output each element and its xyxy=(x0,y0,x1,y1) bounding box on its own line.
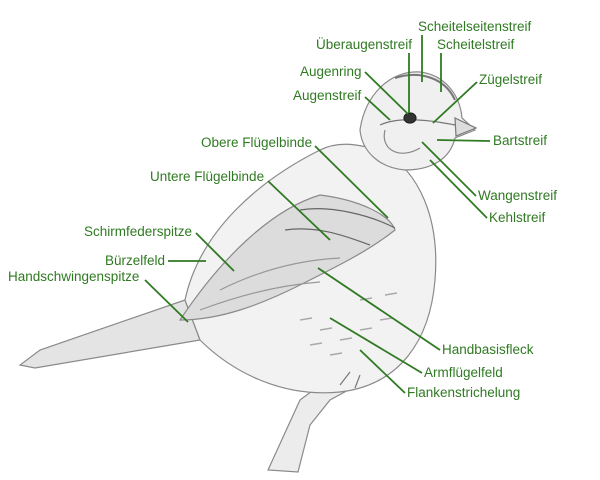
label-ueberaugenstreif: Überaugenstreif xyxy=(316,37,413,52)
label-flankenstrichelung: Flankenstrichelung xyxy=(407,385,521,400)
label-augenstreif: Augenstreif xyxy=(293,88,362,103)
tail xyxy=(18,299,201,369)
label-buerzelfeld: Bürzelfeld xyxy=(105,253,166,268)
label-zuegelstreif: Zügelstreif xyxy=(479,72,543,87)
label-obere-fluegelbinde: Obere Flügelbinde xyxy=(201,135,313,150)
label-kehlstreif: Kehlstreif xyxy=(489,210,546,225)
beak xyxy=(454,117,478,137)
label-handschwingenspitze: Handschwingenspitze xyxy=(8,269,140,284)
label-bartstreif: Bartstreif xyxy=(493,133,548,148)
head xyxy=(359,71,477,171)
label-handbasisfleck: Handbasisfleck xyxy=(442,342,534,357)
label-scheitelseitenstreif: Scheitelseitenstreif xyxy=(418,19,532,34)
label-scheitelstreif: Scheitelstreif xyxy=(437,37,515,52)
label-augenring: Augenring xyxy=(300,64,362,79)
label-schirmfederspitze: Schirmfederspitze xyxy=(84,224,193,239)
label-untere-fluegelbinde: Untere Flügelbinde xyxy=(150,169,265,184)
leader-lines xyxy=(144,35,491,394)
label-wangenstreif: Wangenstreif xyxy=(478,188,558,203)
wing xyxy=(178,194,396,321)
label-armfluegelfeld: Armflügelfeld xyxy=(424,365,503,380)
